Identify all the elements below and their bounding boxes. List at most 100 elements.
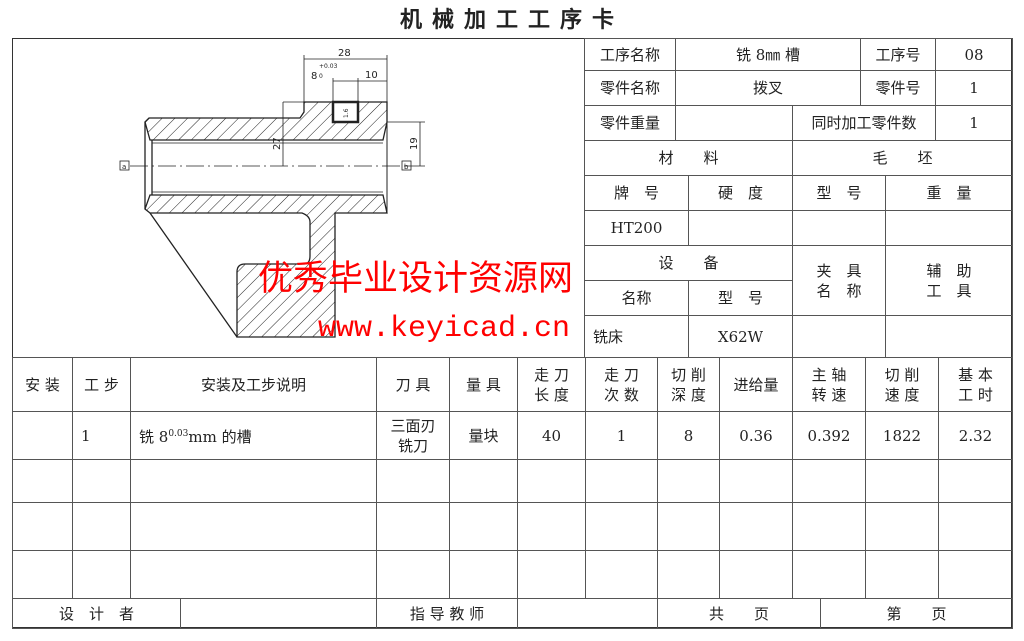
process-name-value: 铣 8㎜ 槽 [675, 38, 861, 71]
empty-row-time [938, 459, 1013, 503]
column-header-time: 基 本 工 时 [938, 357, 1013, 412]
dim-8: 8 [311, 71, 317, 82]
part-no-label: 零件号 [860, 70, 936, 106]
step-row-feed-text: 0.36 [739, 426, 773, 445]
empty-row-depth [657, 459, 720, 503]
step-row-passes-text: 1 [616, 426, 627, 445]
aux-tool-label-text: 辅 助 工 具 [926, 261, 972, 300]
empty-row-time [938, 550, 1013, 599]
blank-label: 毛 坯 [792, 140, 1013, 176]
step-row-gauge-text: 量块 [468, 426, 499, 445]
empty-row-feed [719, 502, 793, 551]
advisor-value [517, 598, 658, 629]
empty-row-time [938, 502, 1013, 551]
grade-value-text: HT200 [610, 219, 663, 237]
empty-row-tool [376, 550, 450, 599]
empty-row-step [72, 459, 131, 503]
empty-row-depth [657, 550, 720, 599]
page-title: 机械加工工序卡 [399, 8, 624, 33]
hardness-value [688, 210, 793, 246]
column-header-gauge-text: 量 具 [466, 375, 501, 394]
desc-text: 铣 80.03mm 的槽 [139, 428, 252, 446]
step-row-step-text: 1 [81, 426, 91, 445]
empty-row-step [72, 550, 131, 599]
step-row-tool-text: 三面刃 铣刀 [390, 416, 436, 455]
grade-value: HT200 [584, 210, 689, 246]
empty-row-gauge [449, 459, 518, 503]
part-name-value: 拨叉 [675, 70, 861, 106]
step-row-description: 铣 80.03mm 的槽 [130, 411, 377, 460]
column-header-cut-speed: 切 削 速 度 [865, 357, 939, 412]
step-row-install [12, 411, 73, 460]
aux-tool-value [885, 315, 1013, 358]
column-header-install: 安 装 [12, 357, 73, 412]
blank-type-label: 型 号 [792, 175, 886, 211]
part-weight-label-text: 零件重量 [599, 114, 660, 132]
dim-tol-upper: +0.03 [319, 63, 338, 70]
equipment-name-value-text: 铣床 [593, 327, 624, 346]
empty-row-description [130, 550, 377, 599]
empty-row-spindle-speed [792, 502, 866, 551]
empty-row-spindle-speed [792, 459, 866, 503]
fixture-value [792, 315, 886, 358]
column-header-cut-length: 走 刀 长 度 [517, 357, 586, 412]
empty-row-gauge [449, 550, 518, 599]
step-row-spindle-speed-text: 0.392 [807, 426, 851, 445]
process-name-value-text: 铣 8㎜ 槽 [735, 45, 801, 64]
part-no-value-text: 1 [969, 79, 979, 97]
dim-10: 10 [365, 70, 378, 81]
column-header-cut-speed-text: 切 削 速 度 [884, 365, 920, 404]
designer-label: 设 计 者 [12, 598, 181, 629]
grade-label: 牌 号 [584, 175, 689, 211]
dim-28: 28 [338, 48, 351, 59]
step-row-cut-length-text: 40 [541, 426, 562, 445]
blank-type-value [792, 210, 886, 246]
step-row-depth-text: 8 [683, 426, 694, 445]
process-name-label: 工序名称 [584, 38, 676, 71]
material-label-text: 材 料 [658, 149, 719, 167]
empty-row-feed [719, 550, 793, 599]
empty-row-feed [719, 459, 793, 503]
advisor-label-text: 指 导 教 师 [409, 604, 485, 623]
empty-row-passes [585, 502, 658, 551]
fixture-label-text: 夹 具 名 称 [816, 261, 862, 300]
empty-row-description [130, 459, 377, 503]
blank-type-label-text: 型 号 [816, 184, 862, 202]
dim-27: 27 [272, 137, 283, 150]
total-pages: 共 页 [657, 598, 821, 629]
empty-row-cut-length [517, 459, 586, 503]
column-header-cut-length-text: 走 刀 长 度 [534, 365, 569, 404]
step-row-gauge: 量块 [449, 411, 518, 460]
empty-row-install [12, 502, 73, 551]
column-header-feed: 进给量 [719, 357, 793, 412]
hardness-label-text: 硬 度 [717, 184, 763, 202]
blank-weight-value [885, 210, 1013, 246]
column-header-gauge: 量 具 [449, 357, 518, 412]
equipment-label: 设 备 [584, 245, 793, 281]
page-number: 第 页 [820, 598, 1013, 629]
blank-label-text: 毛 坯 [872, 149, 933, 167]
empty-row-description [130, 502, 377, 551]
total-pages-text: 共 页 [708, 604, 769, 623]
designer-value [180, 598, 377, 629]
empty-row-cut-length [517, 502, 586, 551]
step-row-passes: 1 [585, 411, 658, 460]
part-drawing: 28 8 +0.03 0 10 27 19 1.6 a b [12, 38, 584, 357]
column-header-time-text: 基 本 工 时 [958, 365, 993, 404]
datum-b: b [404, 163, 409, 171]
equipment-name-label-text: 名称 [621, 289, 652, 307]
equipment-name-value: 铣床 [584, 315, 689, 358]
empty-row-depth [657, 502, 720, 551]
part-name-label-text: 零件名称 [599, 79, 660, 97]
column-header-step: 工 步 [72, 357, 131, 412]
empty-row-step [72, 502, 131, 551]
empty-row-gauge [449, 502, 518, 551]
column-header-description-text: 安装及工步说明 [200, 375, 306, 394]
part-name-label: 零件名称 [584, 70, 676, 106]
empty-row-spindle-speed [792, 550, 866, 599]
empty-row-tool [376, 502, 450, 551]
column-header-spindle-speed: 主 轴 转 速 [792, 357, 866, 412]
process-name-label-text: 工序名称 [599, 45, 660, 64]
equipment-type-label-text: 型 号 [717, 289, 763, 307]
empty-row-cut-speed [865, 550, 939, 599]
